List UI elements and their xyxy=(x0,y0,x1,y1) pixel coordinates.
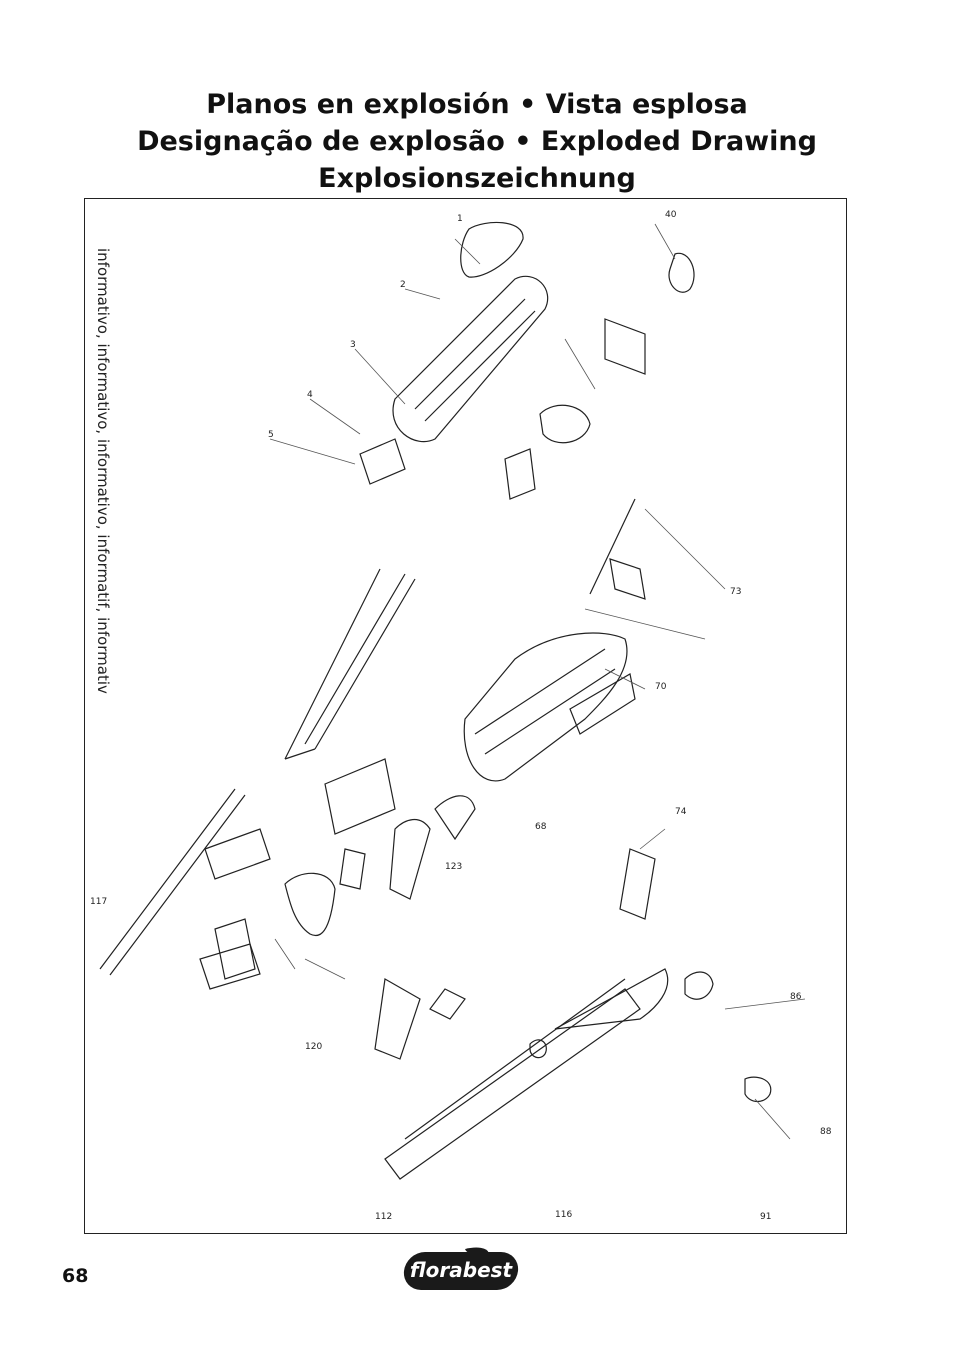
part-label-88: 88 xyxy=(820,1127,832,1137)
page-number: 68 xyxy=(62,1265,89,1287)
part-label-91: 91 xyxy=(760,1212,771,1222)
part-cover-shape xyxy=(460,221,524,278)
title-line-2: Designação de explosão • Exploded Drawin… xyxy=(137,126,817,157)
part-body-shape xyxy=(463,632,628,782)
part-label-112: 112 xyxy=(375,1212,392,1222)
part-gear-shape xyxy=(668,252,695,293)
part-label-120: 120 xyxy=(305,1042,322,1052)
part-label-70: 70 xyxy=(655,682,667,692)
part-blade-shape xyxy=(384,988,641,1180)
part-label-116: 116 xyxy=(555,1210,572,1220)
page-title: Planos en explosión • Vista esplosa Desi… xyxy=(0,86,954,197)
part-label-123: 123 xyxy=(445,862,462,872)
exploded-drawing: 1 2 3 4 5 40 73 70 68 74 86 88 91 116 11… xyxy=(90,210,832,1222)
part-label-1: 1 xyxy=(457,214,463,224)
part-label-73: 73 xyxy=(730,587,741,597)
part-label-2: 2 xyxy=(400,280,406,290)
part-label-117: 117 xyxy=(90,897,107,907)
side-note: informativo, informativo, informativo, i… xyxy=(94,248,116,788)
part-label-74: 74 xyxy=(675,807,687,817)
part-shaft-shape xyxy=(304,573,416,750)
part-label-5: 5 xyxy=(268,430,274,440)
part-label-3: 3 xyxy=(350,340,356,350)
part-label-86: 86 xyxy=(790,992,802,1002)
brand-logo: florabest xyxy=(402,1243,520,1292)
part-housing-shape xyxy=(392,275,549,443)
part-label-4: 4 xyxy=(307,390,313,400)
drawing-frame xyxy=(84,198,847,1234)
part-label-40: 40 xyxy=(665,210,677,220)
side-note-text: informativo, informativo, informativo, i… xyxy=(94,248,112,694)
title-line-3: Explosionszeichnung xyxy=(318,163,636,194)
title-line-1: Planos en explosión • Vista esplosa xyxy=(206,89,748,120)
part-label-68: 68 xyxy=(535,822,547,832)
part-handle-shape xyxy=(359,438,406,485)
brand-name: florabest xyxy=(409,1258,513,1282)
